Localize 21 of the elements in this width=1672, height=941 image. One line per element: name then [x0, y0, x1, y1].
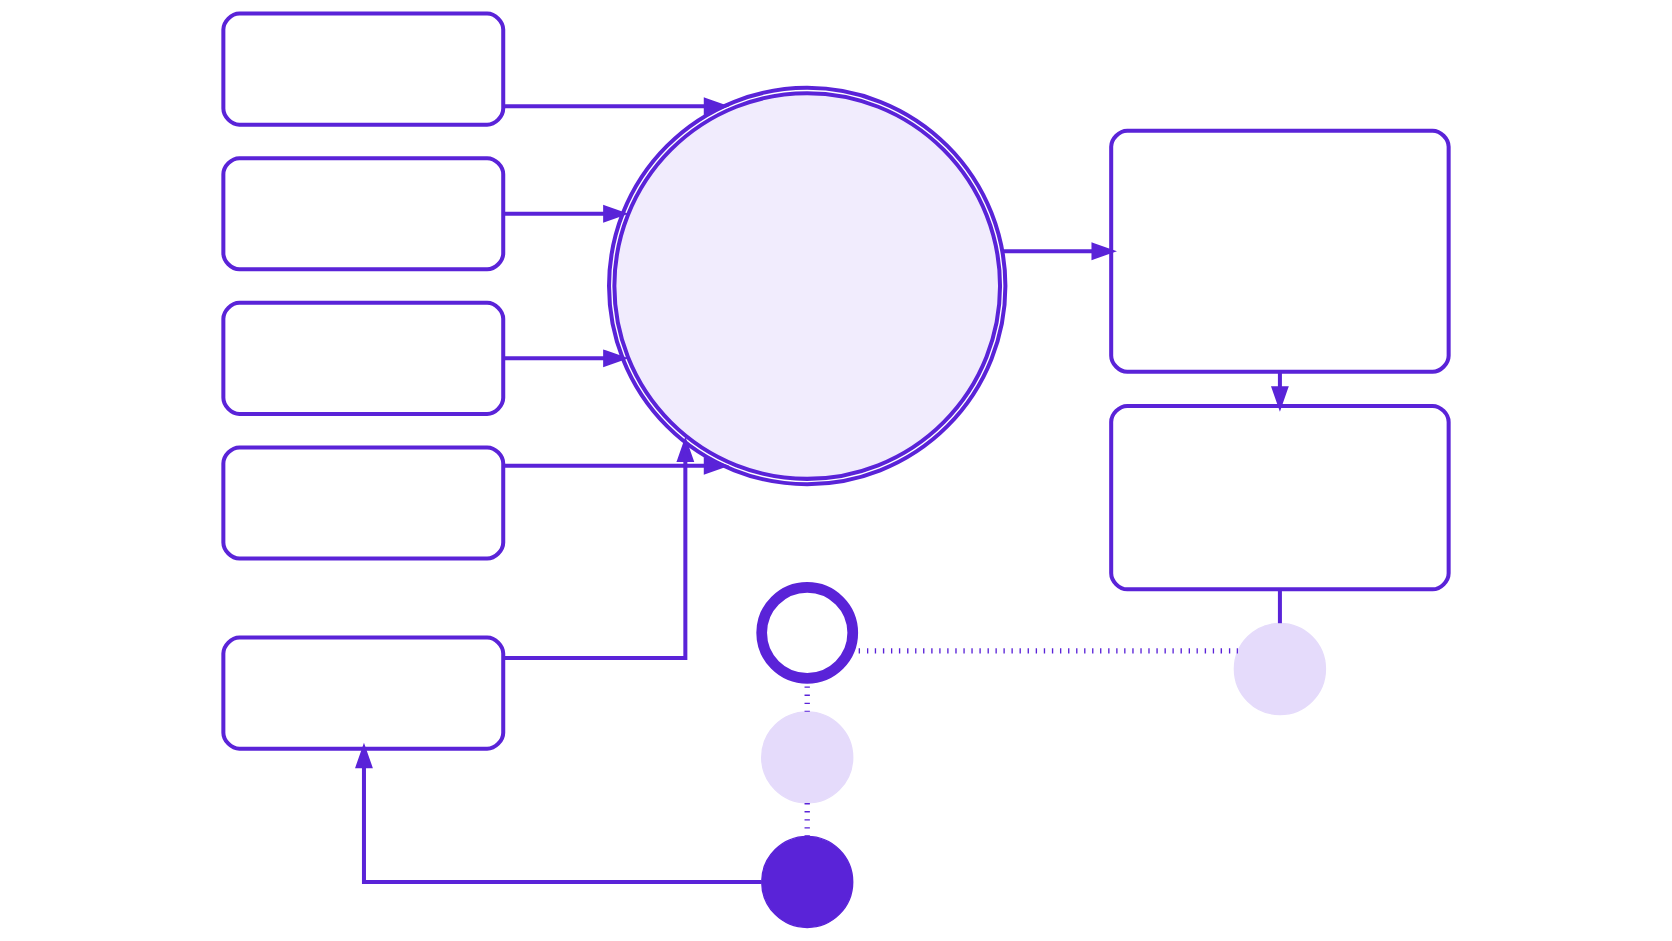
arrow [503, 456, 730, 475]
arrow [503, 436, 695, 660]
node-box [221, 156, 506, 272]
arrow [503, 204, 629, 223]
connector [1277, 589, 1282, 624]
node-box [221, 635, 506, 751]
node-circle [607, 85, 1008, 487]
connector [804, 803, 810, 837]
node-circle [756, 582, 859, 684]
node-box [221, 11, 506, 127]
node-box [221, 445, 506, 561]
arrow [503, 349, 629, 368]
node-circle [1233, 622, 1327, 716]
arrow [355, 742, 762, 884]
arrow [1002, 242, 1117, 261]
arrow [503, 97, 730, 116]
node-box [1109, 403, 1451, 592]
node-box [221, 300, 506, 416]
node-box [1109, 128, 1451, 374]
node-circle [761, 711, 854, 804]
node-circle [761, 835, 854, 929]
